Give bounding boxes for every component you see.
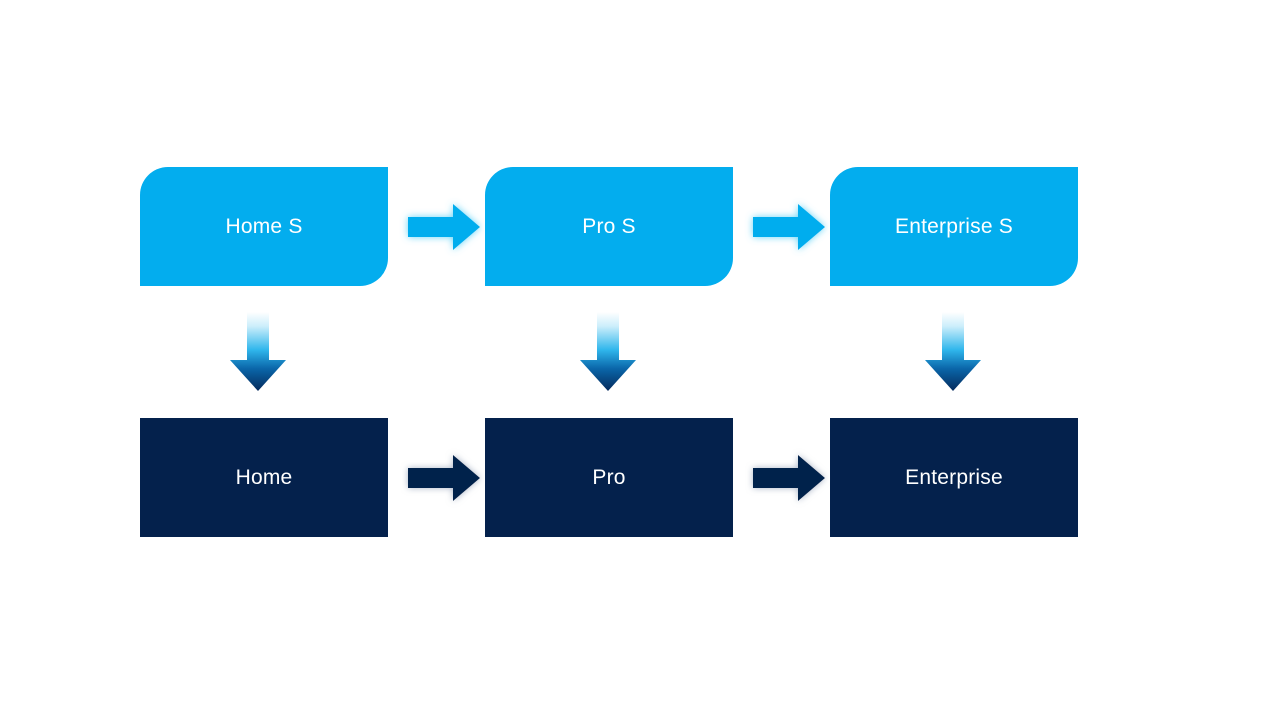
node-home-s-label: Home S bbox=[225, 214, 303, 238]
node-pro-s[interactable]: Pro S bbox=[485, 167, 733, 286]
arrow-down-icon-pro-s-to-pro[interactable] bbox=[580, 312, 636, 392]
arrow-right-icon-pro-s-to-enterprise-s[interactable] bbox=[753, 203, 825, 251]
node-enterprise[interactable]: Enterprise bbox=[830, 418, 1078, 537]
arrow-right-icon-home-to-pro[interactable] bbox=[408, 454, 480, 502]
node-enterprise-label: Enterprise bbox=[905, 465, 1003, 489]
node-home-label: Home bbox=[235, 465, 293, 489]
node-pro-label: Pro bbox=[592, 465, 626, 489]
arrow-down-icon-enterprise-s-to-enterprise[interactable] bbox=[925, 312, 981, 392]
arrow-right-icon-pro-to-enterprise[interactable] bbox=[753, 454, 825, 502]
node-enterprise-s[interactable]: Enterprise S bbox=[830, 167, 1078, 286]
node-home[interactable]: Home bbox=[140, 418, 388, 537]
node-pro-s-label: Pro S bbox=[582, 214, 636, 238]
arrow-down-icon-home-s-to-home[interactable] bbox=[230, 312, 286, 392]
node-enterprise-s-label: Enterprise S bbox=[895, 214, 1013, 238]
node-home-s[interactable]: Home S bbox=[140, 167, 388, 286]
node-pro[interactable]: Pro bbox=[485, 418, 733, 537]
arrow-right-icon-home-s-to-pro-s[interactable] bbox=[408, 203, 480, 251]
